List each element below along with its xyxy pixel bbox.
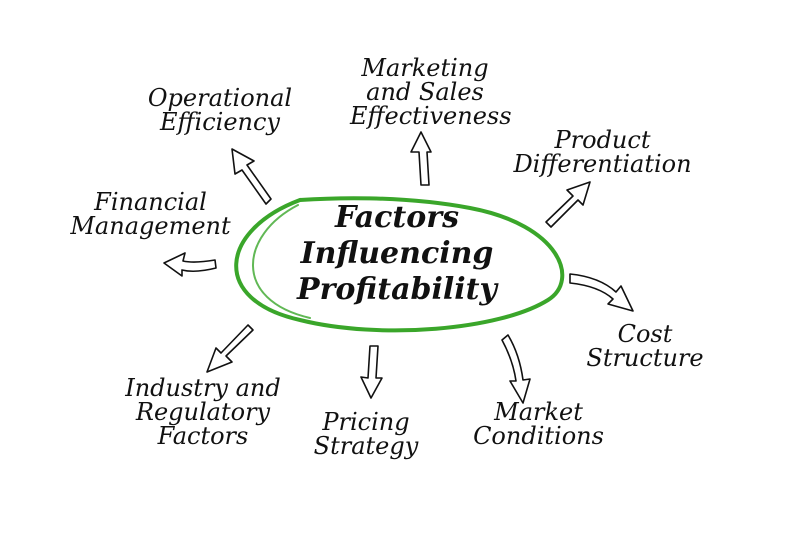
factor-product: Product Differentiation [505,128,700,176]
center-title: Factors Influencing Profitability [262,200,532,308]
center-title-line: Influencing [300,236,494,271]
factor-market: Market Conditions [466,400,611,448]
factor-industry: Industry and Regulatory Factors [118,376,288,448]
factor-line: Effectiveness [350,102,512,130]
factor-line: Structure [586,344,704,372]
arrow-to-operational [231,148,272,205]
factor-line: Efficiency [160,108,280,136]
factor-line: Factors [157,422,249,450]
arrow-to-pricing [360,345,383,399]
factor-line: Strategy [313,432,419,460]
center-title-line: Profitability [297,272,497,307]
factor-line: Pricing [322,408,410,436]
arrow-to-product [545,181,591,228]
arrow-to-industry [206,324,254,373]
arrow-to-financial [163,252,217,277]
factor-line: Marketing [361,54,489,82]
factor-line: Cost [617,320,673,348]
factor-line: Management [70,212,231,240]
factor-line: Market [494,398,583,426]
factor-pricing: Pricing Strategy [306,410,426,458]
center-title-line: Factors [335,200,459,235]
factor-line: Operational [147,84,293,112]
factor-line: Industry and [125,374,281,402]
factor-line: Financial [94,188,207,216]
factor-line: Differentiation [513,150,692,178]
factor-financial: Financial Management [68,190,233,238]
factor-line: Conditions [473,422,604,450]
arrow-to-marketing [410,131,432,186]
factor-cost: Cost Structure [580,322,710,370]
arrow-to-market [501,334,531,404]
factor-line: Product [554,126,651,154]
factor-line: and Sales [366,78,484,106]
factor-line: Regulatory [135,398,271,426]
center-ellipse [234,196,565,333]
factor-marketing: Marketing and Sales Effectiveness [350,54,512,130]
arrow-to-cost [569,273,634,312]
factor-operational: Operational Efficiency [140,86,300,134]
